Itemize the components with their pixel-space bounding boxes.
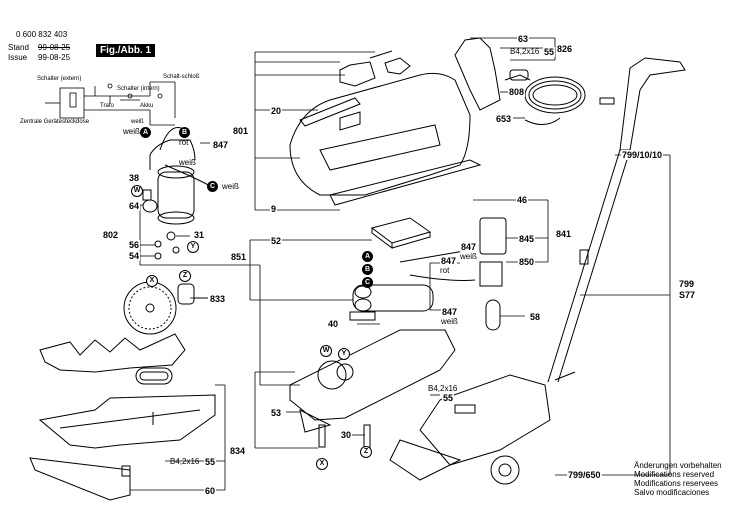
- part-55a: 55: [543, 47, 556, 57]
- issue-label: Issue: [8, 53, 28, 62]
- wire-label-white-847: weiß: [460, 252, 477, 261]
- issue-value: 99-08-25: [38, 53, 71, 62]
- wire-label-red-847: rot: [440, 266, 450, 275]
- marker-w-base: W: [320, 345, 332, 357]
- assembled-shears: [389, 374, 551, 485]
- part-52: 52: [270, 236, 283, 246]
- wiring-schematic: [45, 81, 176, 126]
- filter-plate-52: [370, 217, 432, 249]
- part-46: 46: [516, 195, 529, 205]
- note-en: Modifications reserved: [634, 470, 715, 479]
- schematic-akku: Akku: [140, 103, 154, 109]
- housing-top-801: [289, 50, 482, 206]
- modification-notes: Änderungen vorbehalten Modifications res…: [634, 461, 722, 497]
- part-55b: 55: [442, 393, 455, 403]
- part-799-650: 799/650: [567, 470, 602, 480]
- part-847-red: 847: [440, 256, 458, 266]
- part-845: 845: [518, 234, 536, 244]
- schematic-wire-white: weiß: [131, 119, 144, 125]
- part-799: 799: [678, 279, 696, 289]
- part-63: 63: [517, 34, 530, 44]
- part-847-top: 847: [212, 140, 230, 150]
- part-55b-prefix: B4,2x16: [428, 384, 458, 393]
- marker-a-right: A: [362, 251, 373, 262]
- telescopic-handle: [547, 57, 686, 383]
- stand-value: 99-08-25: [38, 43, 71, 52]
- wire-label-white-b: weiß: [179, 158, 196, 167]
- schematic-central-socket: Zentrale Gerätesteckdose: [20, 119, 90, 125]
- part-55c-prefix: B4,2x16: [170, 457, 200, 466]
- part-58: 58: [529, 312, 542, 322]
- wire-label-white-c: weiß: [222, 182, 239, 191]
- part-20: 20: [270, 106, 283, 116]
- figure-label: Fig./Abb. 1: [96, 44, 156, 57]
- part-802: 802: [102, 230, 120, 240]
- part-30: 30: [340, 430, 353, 440]
- marker-c-left: C: [207, 181, 218, 192]
- schematic-trafo: Trafo: [100, 103, 114, 109]
- part-653: 653: [495, 114, 513, 124]
- part-847-switch: 847: [460, 242, 478, 252]
- marker-z-base: Z: [360, 446, 372, 458]
- marker-b-right: B: [362, 264, 373, 275]
- note-de: Änderungen vorbehalten: [634, 461, 722, 470]
- gear-833: [123, 281, 208, 335]
- part-850: 850: [518, 257, 536, 267]
- marker-x-left: X: [146, 275, 158, 287]
- part-826: 826: [556, 44, 574, 54]
- marker-y-base: Y: [338, 348, 350, 360]
- part-number: 0 600 832 403: [16, 30, 68, 39]
- part-841: 841: [555, 229, 573, 239]
- marker-x-base: X: [316, 458, 328, 470]
- part-799-10-10: 799/10/10: [621, 150, 664, 160]
- marker-w-left: W: [131, 185, 143, 197]
- marker-c-right: C: [362, 277, 373, 288]
- part-31: 31: [193, 230, 206, 240]
- part-808: 808: [508, 87, 526, 97]
- marker-z-left: Z: [179, 270, 191, 282]
- part-851: 851: [230, 252, 248, 262]
- part-40: 40: [327, 319, 340, 329]
- wire-label-red-b: rot: [179, 138, 189, 147]
- cable-808: [454, 37, 615, 125]
- part-54: 54: [128, 251, 141, 261]
- part-55c: 55: [204, 457, 217, 467]
- marker-b-left: B: [179, 127, 190, 138]
- part-64: 64: [128, 201, 141, 211]
- marker-y-left: Y: [187, 241, 199, 253]
- part-834: 834: [229, 446, 247, 456]
- schematic-switch-lock: Schalt-schloß: [163, 74, 200, 80]
- part-53: 53: [270, 408, 283, 418]
- part-38: 38: [128, 173, 141, 183]
- wire-label-white-847b: weiß: [441, 317, 458, 326]
- part-56: 56: [128, 240, 141, 250]
- part-833: 833: [209, 294, 227, 304]
- note-es: Salvo modificaciones: [634, 488, 710, 497]
- wire-label-white-a: weiß: [123, 127, 140, 136]
- part-60: 60: [204, 486, 217, 496]
- part-9: 9: [270, 204, 278, 214]
- battery-pack: [349, 284, 434, 321]
- part-801: 801: [232, 126, 250, 136]
- leader-lines: [130, 37, 671, 491]
- schematic-switch-extern: Schalter (extern): [37, 76, 82, 82]
- part-847-bottom: 847: [441, 307, 459, 317]
- stand-label: Stand: [8, 43, 29, 52]
- schematic-switch-intern: Schalter (intern): [117, 86, 160, 92]
- part-s77: S77: [678, 290, 697, 300]
- blade-assembly: [29, 333, 216, 501]
- note-fr: Modifications reservees: [634, 479, 719, 488]
- marker-a-left: A: [140, 127, 151, 138]
- part-55a-prefix: B4,2x16: [510, 47, 540, 56]
